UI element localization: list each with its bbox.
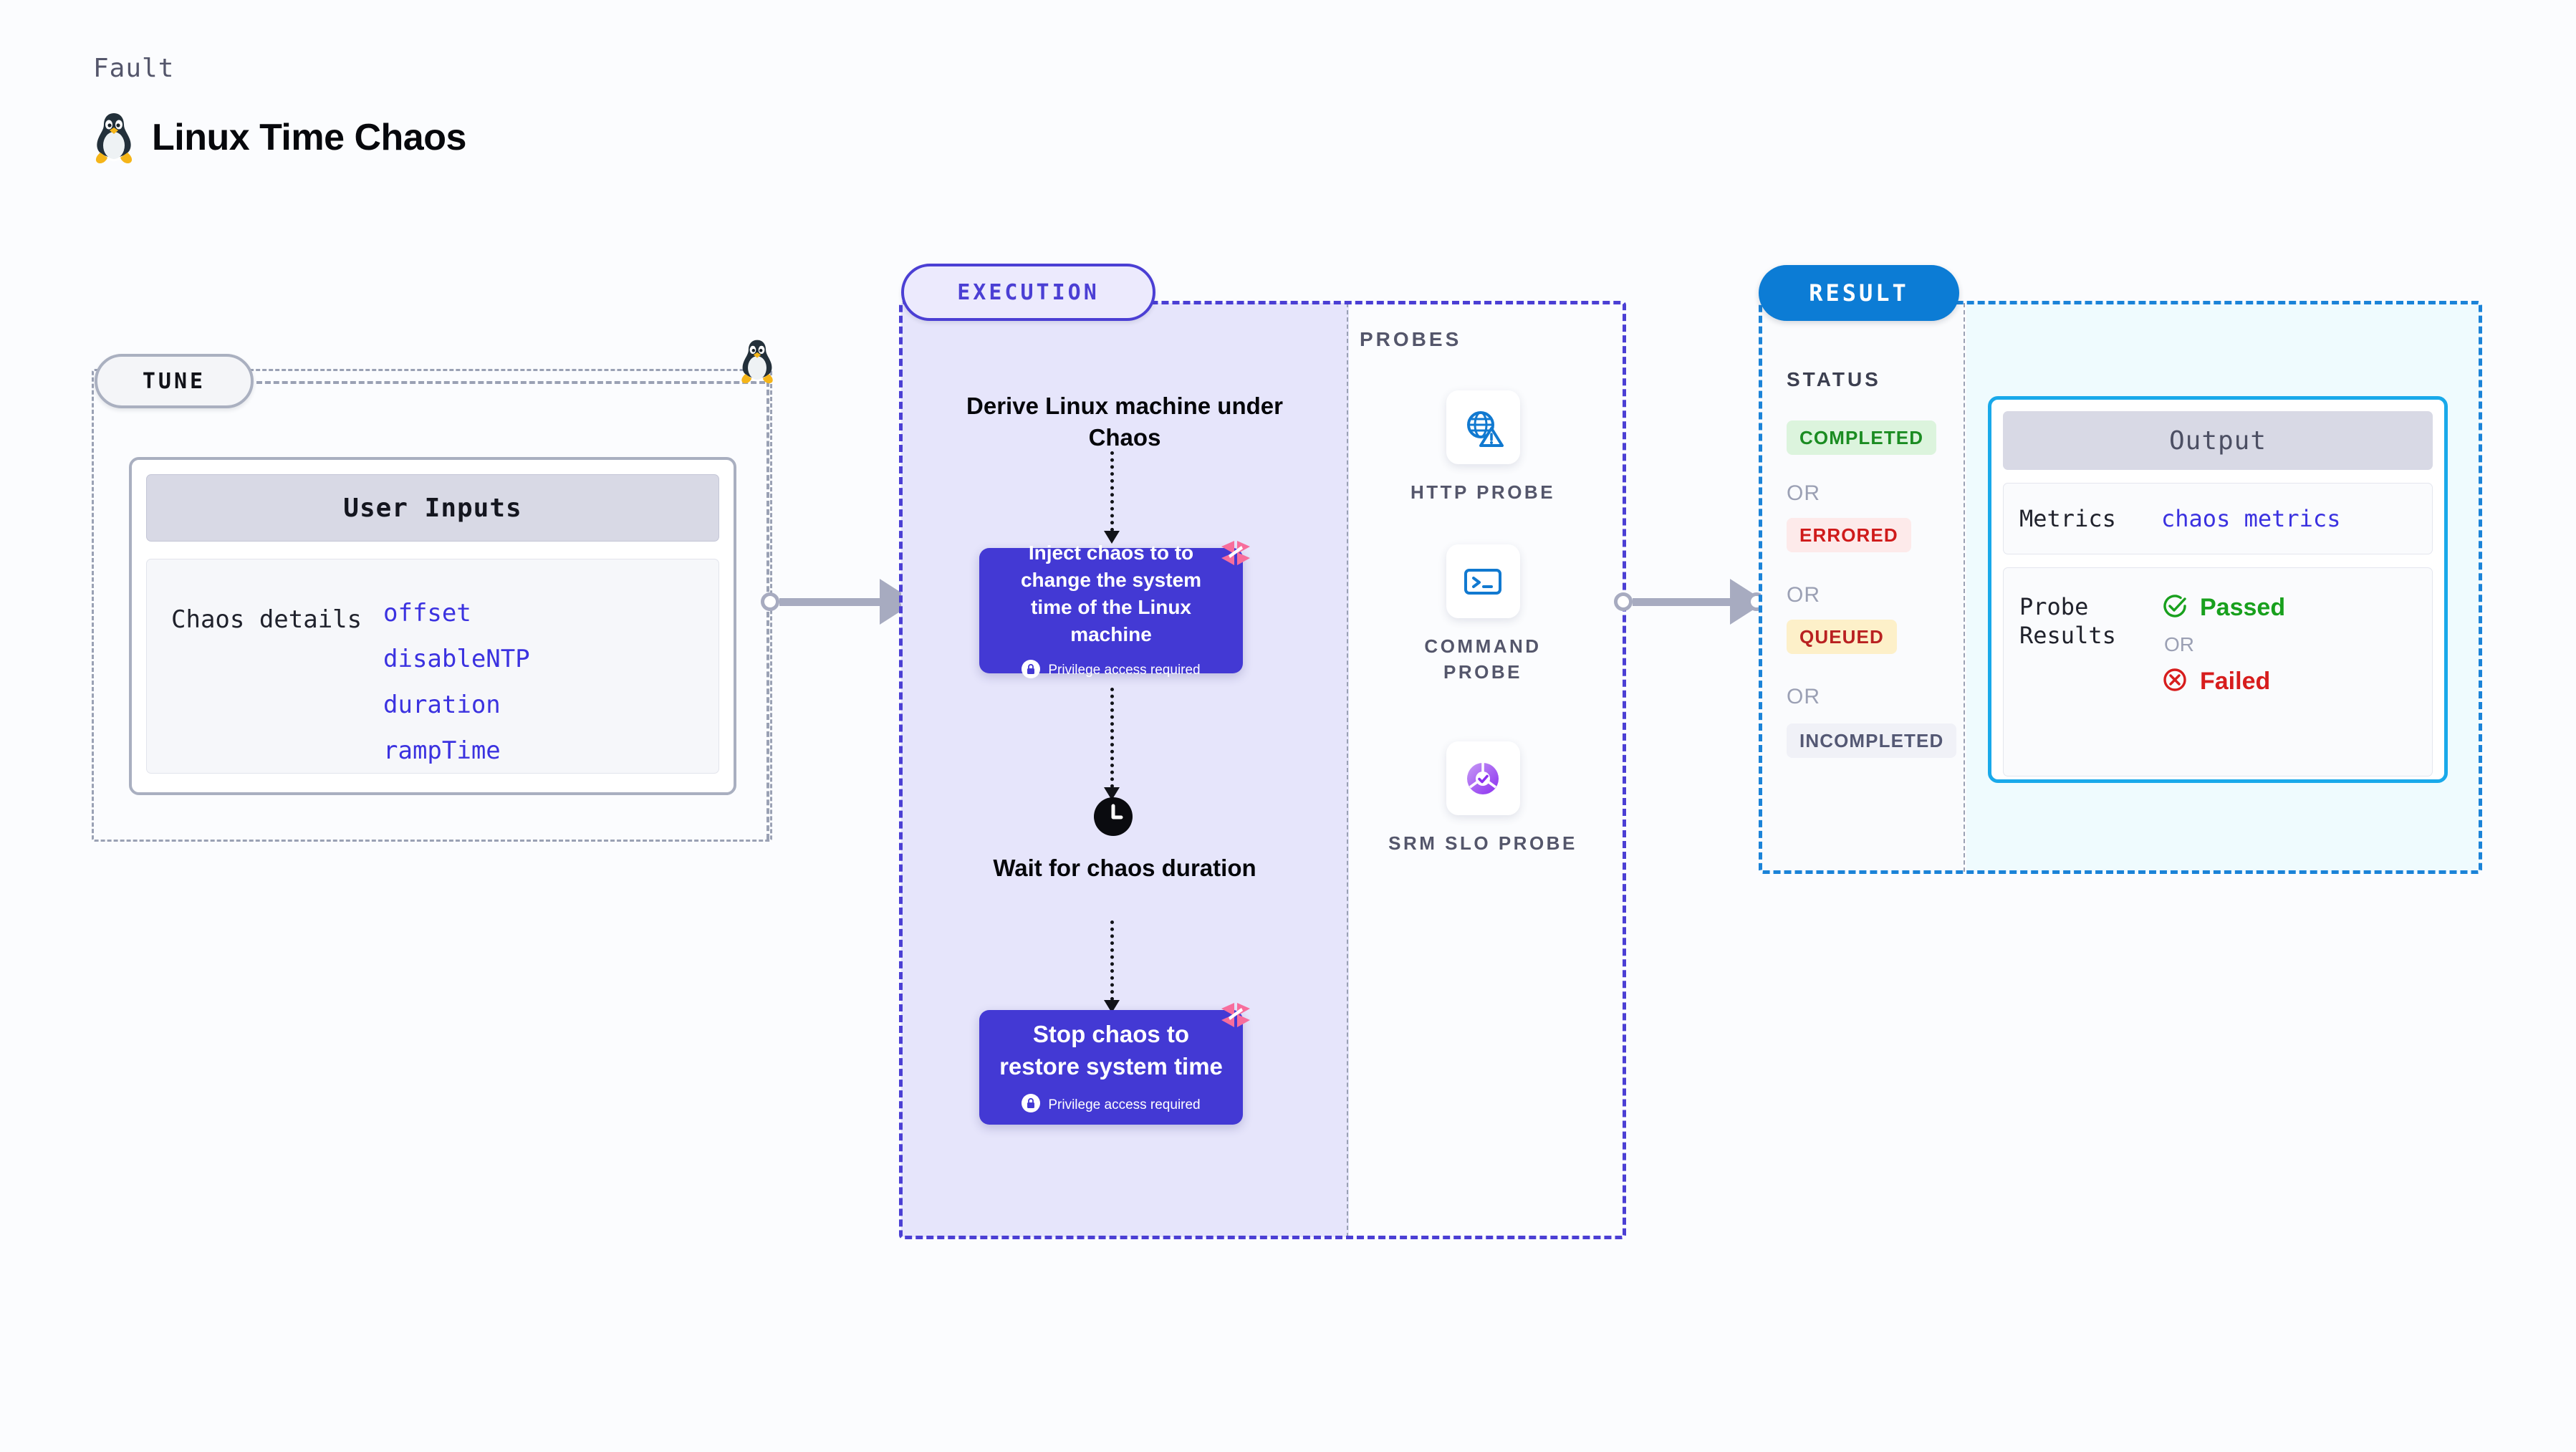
execution-region [899,301,1626,1239]
metrics-value[interactable]: chaos metrics [2161,505,2341,532]
probe-result-failed: Failed [2161,666,2285,697]
probe-name: SRM SLO PROBE [1388,832,1577,854]
probe-result-passed: Passed [2161,592,2285,623]
privilege-note-text: Privilege access required [1048,663,1201,678]
user-inputs-card: User Inputs Chaos details offset disable… [129,457,736,795]
x-circle-icon [2161,666,2188,697]
privilege-note: Privilege access required [1022,659,1201,682]
probe-results-row: Probe Results Passed OR [2003,567,2433,777]
status-label: STATUS [1787,368,1881,390]
status-badge-completed: COMPLETED [1787,420,1937,455]
status-badge-queued: QUEUED [1787,620,1897,654]
execution-step-wait-title: Wait for chaos duration [993,855,1256,881]
result-badge[interactable]: RESULT [1759,265,1959,321]
probe-name: HTTP PROBE [1410,481,1556,503]
user-inputs-body: Chaos details offset disableNTP duration… [146,559,719,774]
metrics-row: Metrics chaos metrics [2003,483,2433,554]
arrow-shaft [1633,597,1731,606]
page-title: Linux Time Chaos [152,117,466,158]
check-circle-icon [2161,592,2188,623]
status-or-2: OR [1787,583,1820,607]
failed-text: Failed [2200,668,2271,695]
execution-step-derive-title: Derive Linux machine under Chaos [966,393,1283,451]
chaos-details-values: offset disableNTP duration rampTime [383,580,530,763]
result-status-column [1761,303,1965,872]
arrow-start-dot [761,592,779,611]
arrow-shaft [779,597,881,606]
chaos-details-label: Chaos details [171,605,362,634]
metrics-label: Metrics [2019,505,2116,532]
status-or-1: OR [1787,481,1820,505]
globe-warning-icon [1446,390,1520,464]
probes-region [1347,303,1626,1237]
arrow-execution-to-result [1614,579,1766,625]
tune-connector-horizontal [256,381,765,384]
input-duration[interactable]: duration [383,691,501,719]
arrow-start-dot [1614,592,1633,611]
probe-result-or: OR [2164,633,2194,655]
linux-tux-icon [738,338,777,384]
probe-item-command[interactable]: COMMAND PROBE [1383,544,1583,686]
probe-results-label: Probe Results [2019,593,2116,649]
slo-gauge-icon [1446,741,1520,815]
result-region [1759,301,2482,874]
arrow-tune-to-execution [761,579,915,625]
harness-icon [1217,999,1254,1039]
lock-icon [1022,1094,1041,1116]
execution-card-text: Stop chaos to restore system time [999,1020,1223,1080]
status-or-3: OR [1787,685,1820,708]
passed-text: Passed [2200,594,2286,621]
user-inputs-header: User Inputs [146,474,719,542]
output-card: Output Metrics chaos metrics Probe Resul… [1988,396,2448,783]
harness-icon [1217,537,1254,577]
arrow-head [1104,1000,1120,1013]
execution-card-inject-chaos[interactable]: Inject chaos to to change the system tim… [979,541,1250,678]
arrow-line [1110,688,1114,788]
probe-item-srm-slo[interactable]: SRM SLO PROBE [1383,741,1583,857]
arrow-head [1104,787,1120,800]
input-ramptime[interactable]: rampTime [383,736,501,765]
probe-item-http[interactable]: HTTP PROBE [1383,390,1583,506]
probe-results-values: Passed OR Failed [2161,592,2285,697]
execution-card-text: Inject chaos to to change the system tim… [1020,542,1202,645]
status-badge-incompleted: INCOMPLETED [1787,723,1957,758]
output-header: Output [2003,411,2433,470]
probe-name: COMMAND PROBE [1424,635,1542,683]
input-offset[interactable]: offset [383,599,471,628]
probes-label: PROBES [1360,328,1462,350]
arrow-line [1110,451,1114,532]
clock-icon [1094,797,1133,840]
execution-badge[interactable]: EXECUTION [901,264,1155,321]
tune-badge[interactable]: TUNE [95,354,254,408]
terminal-icon [1446,544,1520,618]
privilege-note-text: Privilege access required [1048,1097,1201,1112]
linux-tux-icon [92,111,136,164]
input-disablentp[interactable]: disableNTP [383,645,530,673]
arrow-head [1104,531,1120,544]
page-kicker: Fault [93,54,175,83]
lock-icon [1022,659,1041,682]
status-badge-errored: ERRORED [1787,518,1911,552]
execution-card-stop-chaos[interactable]: Stop chaos to restore system time Privil… [979,1003,1250,1125]
page-header: Linux Time Chaos [92,111,466,164]
arrow-line [1110,920,1114,1001]
privilege-note: Privilege access required [1022,1094,1201,1116]
